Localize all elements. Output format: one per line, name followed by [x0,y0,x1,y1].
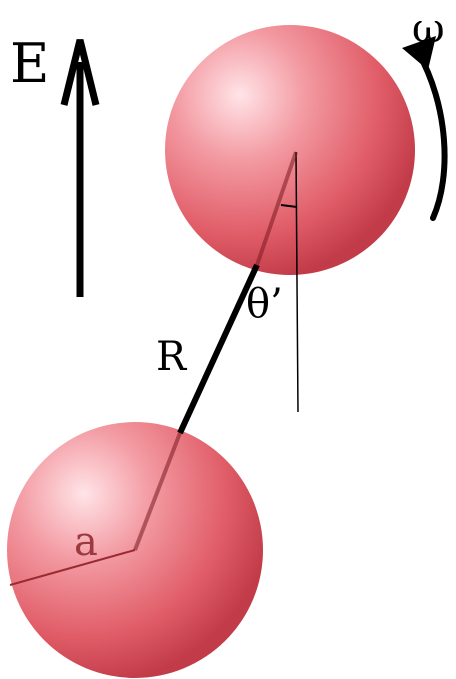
angle-label: θ’ [246,281,283,327]
rotation-arrow [402,36,448,221]
angular-velocity-label: ω [412,6,445,52]
angle-tick [280,204,298,208]
separation-line-outside [177,263,260,435]
field-label: E [10,32,49,95]
upper-sphere [165,25,415,275]
separation-line-inside-upper [255,151,298,266]
radius-label: a [74,519,98,565]
radius-line [9,549,136,586]
vertical-reference-line [295,151,299,413]
electric-field-arrow [60,39,100,297]
separation-label: R [156,334,188,380]
separation-line-inside-lower [133,432,182,551]
